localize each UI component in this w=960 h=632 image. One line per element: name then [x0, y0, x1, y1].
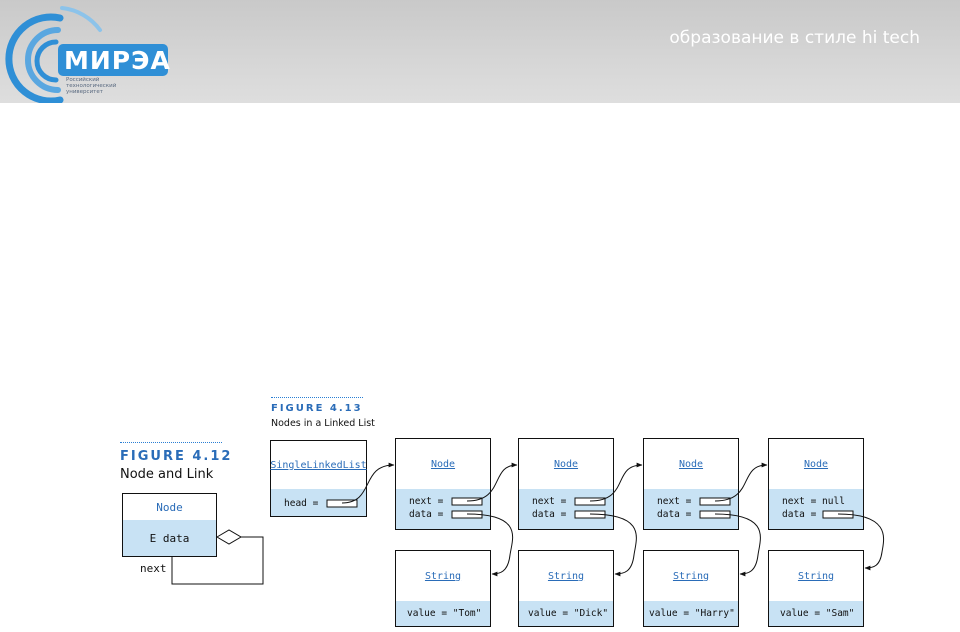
node-class-name: Node — [553, 458, 579, 470]
data-arrow — [837, 513, 885, 571]
data-field: data = — [409, 509, 444, 520]
logo-subtitle: Российский технологический университет — [66, 77, 116, 95]
string-box: String value = "Tom" — [395, 550, 491, 627]
data-arrow — [589, 513, 637, 577]
data-arrow — [466, 513, 514, 577]
fig412-dotline — [120, 442, 222, 443]
node-box: Node next = data = — [518, 438, 614, 530]
head-arrow — [341, 462, 395, 504]
fig412-caption: Node and Link — [120, 467, 214, 482]
node-box: Node next = data = — [395, 438, 491, 530]
next-arrow — [714, 462, 768, 502]
data-field: data = — [782, 509, 817, 520]
next-field: next = — [657, 496, 692, 507]
next-arrow — [589, 462, 643, 502]
next-field: next = null — [782, 496, 845, 507]
header-bar: МИРЭА Российский технологический универс… — [0, 0, 960, 105]
head-field: head = — [284, 498, 319, 509]
string-box: String value = "Harry" — [643, 550, 739, 627]
logo-text: МИРЭА — [64, 46, 171, 75]
aggregation-diamond-icon — [216, 529, 242, 545]
fig413-title: FIGURE 4.13 — [271, 403, 363, 414]
node-class-name: Node — [678, 458, 704, 470]
logo-sub-line: Российский — [66, 77, 100, 83]
logo-sub-line: технологический — [66, 83, 117, 89]
string-value: value = "Harry" — [649, 608, 735, 619]
self-link-line — [171, 536, 264, 585]
string-class-name: String — [797, 570, 835, 582]
string-box: String value = "Sam" — [768, 550, 864, 627]
next-link-label: next — [140, 562, 167, 575]
string-value: value = "Sam" — [780, 608, 855, 619]
string-class-name: String — [424, 570, 462, 582]
string-class-name: String — [547, 570, 585, 582]
next-field: next = — [409, 496, 444, 507]
data-field: data = — [657, 509, 692, 520]
node-class-name: Node — [156, 500, 183, 514]
logo-arcs-icon — [5, 6, 168, 105]
node-class-box: Node E data — [122, 493, 217, 557]
node-class-name: Node — [803, 458, 829, 470]
fig412-title: FIGURE 4.12 — [120, 449, 233, 464]
string-box: String value = "Dick" — [518, 550, 614, 627]
node-box: Node next = null data = — [768, 438, 864, 530]
node-class-name: Node — [430, 458, 456, 470]
slogan: образование в стиле hi tech — [669, 28, 920, 48]
string-value: value = "Dick" — [528, 608, 609, 619]
next-field: next = — [532, 496, 567, 507]
singlelinkedlist-class-name: SingleLinkedList — [270, 459, 367, 471]
logo-sub-line: университет — [66, 89, 103, 95]
node-field: E data — [149, 531, 190, 545]
mirea-logo: МИРЭА Российский технологический универс… — [0, 0, 200, 105]
data-field: data = — [532, 509, 567, 520]
fig413-caption: Nodes in a Linked List — [271, 418, 375, 429]
fig413-dotline — [271, 397, 363, 398]
next-arrow — [466, 462, 518, 502]
string-value: value = "Tom" — [407, 608, 482, 619]
string-class-name: String — [672, 570, 710, 582]
node-box: Node next = data = — [643, 438, 739, 530]
data-arrow — [714, 513, 761, 577]
